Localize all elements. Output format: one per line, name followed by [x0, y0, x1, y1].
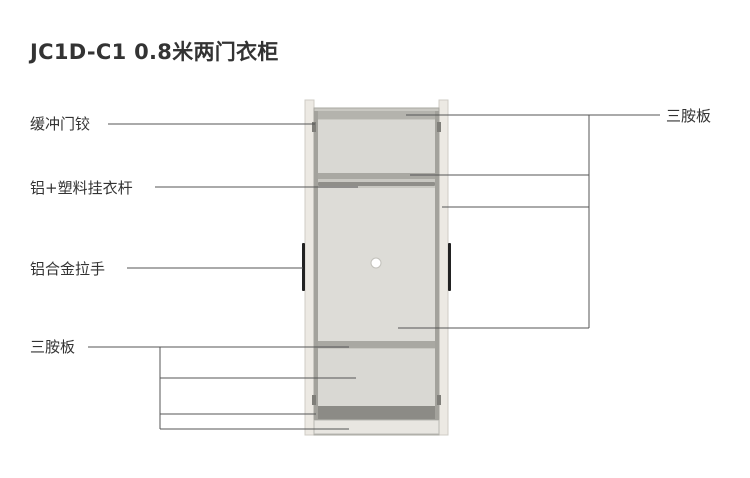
plinth: [313, 419, 440, 435]
bottom-board: [316, 406, 437, 420]
hinge-bottom-left: [312, 395, 316, 405]
middle-shelf: [316, 341, 437, 348]
label-hinge: 缓冲门铰: [30, 115, 91, 133]
hanging-rail: [318, 182, 435, 186]
label-melamine-board-right: 三胺板: [666, 107, 712, 125]
label-hanging-rail: 铝+塑料挂衣杆: [30, 179, 133, 197]
handle-right: [448, 243, 451, 291]
hinge-bottom-right: [437, 395, 441, 405]
left-door-panel: [304, 99, 315, 436]
leader-lines: [88, 114, 660, 430]
wardrobe-illustration: [302, 99, 451, 436]
left-side-panel: [314, 111, 318, 420]
label-melamine-board-left: 三胺板: [30, 338, 76, 356]
label-handle: 铝合金拉手: [30, 260, 106, 278]
cable-hole: [370, 257, 382, 269]
hinge-top-right: [437, 122, 441, 132]
handle-left: [302, 243, 305, 291]
top-compartment: [318, 120, 435, 173]
top-board: [316, 111, 437, 119]
right-side-panel: [435, 111, 439, 420]
right-door-panel: [438, 99, 449, 436]
hinge-top-left: [312, 122, 316, 132]
page-title: JC1D-C1 0.8米两门衣柜: [30, 40, 279, 64]
upper-shelf: [316, 173, 437, 179]
